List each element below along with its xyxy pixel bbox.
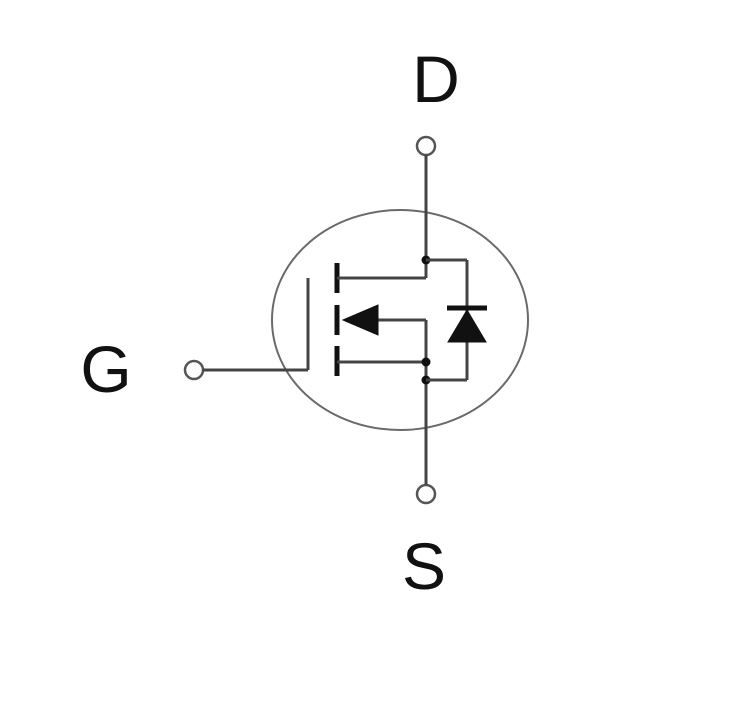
source-label: S (402, 529, 446, 603)
junction-source-dot (421, 357, 431, 367)
body-arrow-icon (341, 304, 379, 336)
source-pin[interactable] (415, 483, 437, 505)
drain-label: D (412, 42, 460, 116)
gate-pin[interactable] (183, 359, 205, 381)
gate-label: G (80, 332, 131, 406)
drain-pin[interactable] (415, 135, 437, 157)
diode-triangle-icon (447, 309, 487, 343)
transistor-envelope (271, 209, 529, 431)
